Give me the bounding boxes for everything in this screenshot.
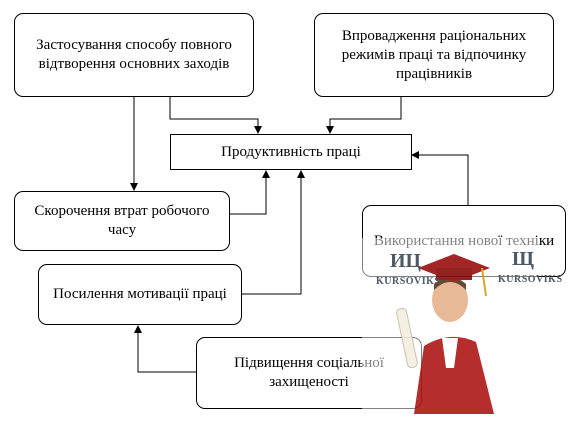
node-reduce-time-loss: Скорочення втрат робочого часу xyxy=(14,191,230,251)
watermark-right-logo: Щ xyxy=(512,248,534,270)
node-reduce-time-loss-label: Скорочення втрат робочого часу xyxy=(34,203,210,238)
node-full-reproduction-label: Застосування способу повного відтворення… xyxy=(36,37,232,72)
node-work-motivation: Посилення мотивації праці xyxy=(38,264,242,325)
graduate-figure-icon xyxy=(362,238,538,414)
node-labor-productivity-label: Продуктивність праці xyxy=(221,143,361,160)
arrow-n2-to-center xyxy=(326,97,402,134)
arrow-n1-to-center xyxy=(169,97,262,134)
arrow-n3-to-center xyxy=(230,170,270,215)
watermark-left-caption: KURSOVIKS xyxy=(376,276,441,287)
node-work-motivation-label: Посилення мотивації праці xyxy=(53,286,227,302)
watermark: ИЦ KURSOVIKS Щ KURSOVIKS xyxy=(362,238,562,414)
watermark-left-logo: ИЦ xyxy=(390,250,422,272)
arrow-n5-to-center xyxy=(242,170,305,295)
node-full-reproduction: Застосування способу повного відтворення… xyxy=(14,13,254,97)
node-social-security-label: Підвищення соціальної захищеності xyxy=(234,355,384,390)
arrow-n4-to-center xyxy=(411,151,469,205)
node-labor-productivity: Продуктивність праці xyxy=(170,134,412,170)
watermark-right-caption: KURSOVIKS xyxy=(498,274,563,285)
node-work-rest-regimes: Впровадження раціональних режимів праці … xyxy=(314,13,554,97)
node-work-rest-regimes-label: Впровадження раціональних режимів праці … xyxy=(341,27,527,82)
arrow-n6-to-n5 xyxy=(134,325,197,373)
